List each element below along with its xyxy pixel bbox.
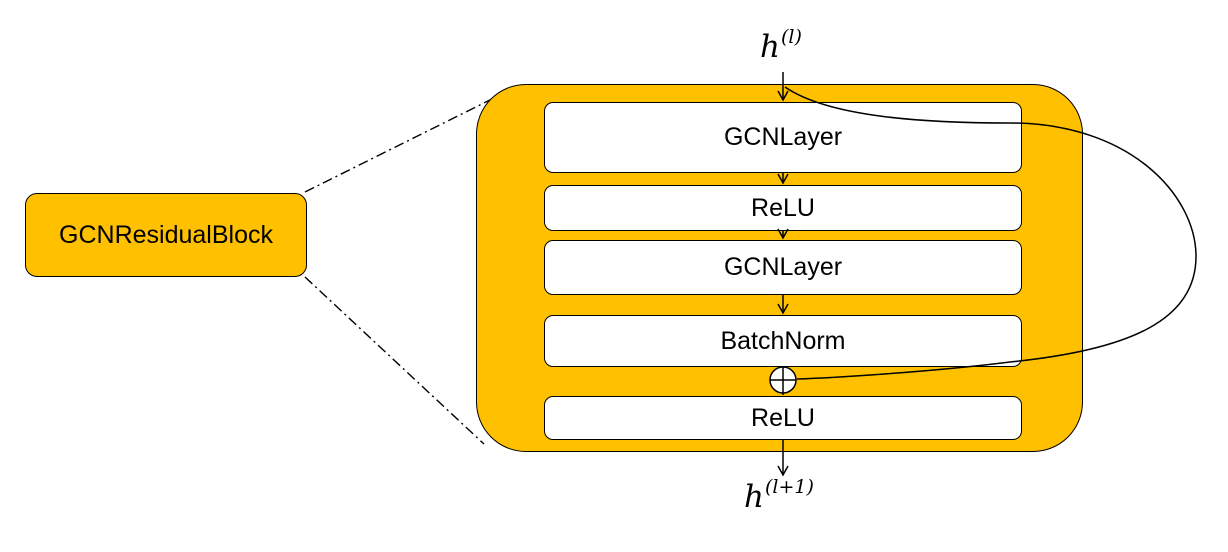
layer-relu-2: ReLU [544,396,1022,440]
output-label-superscript: (l+1) [764,476,814,498]
input-label: h(l) [760,26,802,65]
gcn-residual-block: GCNResidualBlock [25,193,307,277]
gcn-residual-block-label: GCNResidualBlock [59,220,273,249]
layer-gcn-1: GCNLayer [544,102,1022,173]
layer-gcn-1-label: GCNLayer [723,123,843,151]
input-label-base: h [760,29,780,65]
input-label-superscript: (l) [780,26,802,48]
layer-relu-2-label: ReLU [751,403,815,432]
layer-batchnorm-label: BatchNorm [720,326,846,355]
layer-batchnorm: BatchNorm [544,315,1022,367]
zoom-line-top [304,96,497,193]
layer-gcn-2-label: GCNLayer [723,253,843,281]
layer-relu-1: ReLU [544,185,1022,231]
layer-relu-1-label: ReLU [751,193,815,222]
output-label: h(l+1) [744,476,814,515]
output-label-base: h [744,479,764,515]
zoom-line-bottom [304,276,485,445]
layer-gcn-2: GCNLayer [544,240,1022,295]
